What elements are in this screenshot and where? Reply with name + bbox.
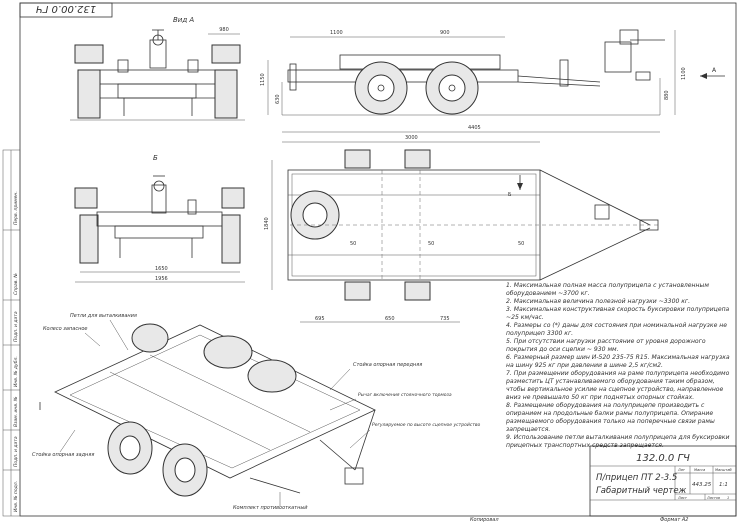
strip-label-1: Перв. примен.	[13, 191, 19, 225]
dim-1100-top: 1100	[330, 30, 343, 36]
strip-label-2: Справ. №	[13, 273, 19, 295]
title-block: 132.0.0 ГЧ П/прицеп ПТ 2-3.5 Габаритный …	[589, 445, 737, 517]
title-col-scale: Масштаб	[715, 468, 732, 472]
title-name-line1: П/прицеп ПТ 2-3.5	[596, 473, 677, 483]
note-9: 9. Использование петли выталкивания полу…	[506, 434, 730, 449]
callout-loop: Петли для выталкивания	[70, 313, 137, 319]
title-code: 132.0.0 ГЧ	[636, 453, 690, 464]
note-8: 8. Размещение оборудования на полуприцеп…	[506, 402, 715, 433]
dim-880-right: 880	[664, 90, 670, 100]
strip-label-3: Подп. и дата	[13, 311, 19, 342]
dim-3000: 3000	[405, 135, 418, 141]
dim-630-left: 630	[275, 94, 281, 104]
view-a-label: Вид А	[173, 16, 194, 24]
dim-1840: 1840	[264, 217, 270, 230]
technical-notes: 1. Максимальная полная масса полуприцепа…	[506, 282, 732, 450]
note-2: 2. Максимальная величина полезной нагруз…	[506, 298, 691, 305]
dim-735: 735	[440, 316, 450, 322]
view-b-rear: Б 1650 1956	[74, 154, 245, 283]
left-side-strip: Перв. примен. Справ. № Подп. и дата Инв.…	[2, 149, 21, 517]
view-a-front: Вид А 980	[70, 16, 245, 121]
isometric-view: Петли для выталкивания Колесо запасное С…	[32, 313, 481, 511]
title-sheets-value: 1	[727, 496, 729, 500]
dim-1150-left: 1150	[260, 73, 266, 86]
note-3: 3. Максимальная конструктивная скорость …	[506, 306, 730, 321]
dim-4405: 4405	[468, 125, 481, 131]
top-stamp-code: 132.00.0 ГЧ	[36, 3, 96, 14]
strip-label-7: Инв. № подл.	[13, 481, 19, 512]
note-7: 7. При размещении оборудования на раме п…	[506, 370, 730, 401]
note-5: 5. При отсутствии нагрузки расстояние от…	[506, 338, 706, 353]
title-scale-value: 1:1	[719, 482, 728, 488]
footer-copied: Копировал	[470, 517, 499, 523]
top-stamp-box	[19, 2, 113, 18]
title-sheet-label: Лист	[677, 496, 688, 500]
callout-rear-stand: Стойка опорная задняя	[32, 452, 94, 458]
title-mass-value: 443.25	[692, 482, 712, 488]
title-col-lit: Лит	[677, 468, 686, 472]
note-1: 1. Максимальная полная масса полуприцепа…	[506, 282, 709, 297]
dim-1956: 1956	[155, 276, 168, 282]
callout-hitch: Регулируемое по высоте сцепное устройств…	[372, 422, 481, 428]
title-col-mass: Масса	[694, 468, 705, 472]
dim-50-c: 50	[518, 241, 524, 247]
dim-650: 650	[385, 316, 395, 322]
dim-1100-right: 1100	[681, 67, 687, 80]
strip-label-4: Инв. № дубл.	[13, 356, 19, 387]
dim-900-top: 900	[440, 30, 450, 36]
dim-50-a: 50	[350, 241, 356, 247]
dim-50-b: 50	[428, 241, 434, 247]
strip-label-5: Взам. инв. №	[13, 396, 19, 427]
dim-980: 980	[219, 27, 229, 33]
arrow-b-label: Б	[508, 192, 512, 198]
strip-label-6: Подп. и дата	[13, 436, 19, 467]
callout-front-stand: Стойка опорная передняя	[353, 362, 422, 368]
title-sheets-label: Листов	[706, 496, 720, 500]
side-view: 1100 900 1100 880 1150 630 А	[260, 29, 725, 116]
note-4: 4. Размеры со (*) даны для состояния при…	[506, 322, 727, 337]
plan-view: 4405 3000 50 50 50 1840 695 650 735 Б	[264, 125, 660, 323]
dim-695: 695	[315, 316, 325, 322]
arrow-a-label: А	[712, 67, 717, 74]
dim-1650: 1650	[155, 266, 168, 272]
note-6: 6. Размерный размер шин И-520 235-75 R15…	[506, 354, 730, 369]
callout-brake-lever: Рычаг включения стояночного тормоза	[358, 392, 452, 398]
title-name-line2: Габаритный чертеж	[596, 486, 687, 496]
callout-chocks: Комплект противооткатный	[233, 505, 308, 511]
callout-spare-wheel: Колесо запасное	[43, 326, 88, 332]
footer-format: Формат А2	[660, 517, 688, 523]
view-b-label: Б	[153, 154, 158, 162]
